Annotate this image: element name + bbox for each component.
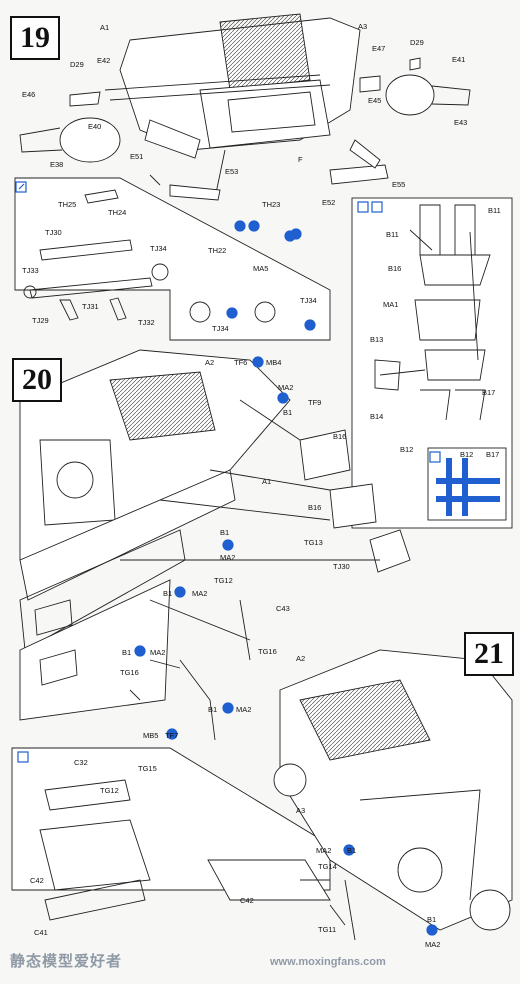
part-label: D29 — [70, 60, 84, 69]
part-label: MA2 — [236, 705, 252, 714]
part-label: MA2 — [425, 940, 441, 949]
part-label: MA1 — [383, 300, 399, 309]
part-label: TJ29 — [32, 316, 49, 325]
watermark-chinese: 静态模型爱好者 — [10, 953, 123, 970]
part-label: MB5 — [143, 731, 159, 740]
part-label: MA2 — [316, 846, 332, 855]
part-label: B1 — [427, 915, 437, 924]
part-label: B12 — [460, 450, 474, 459]
part-label: B11 — [488, 206, 501, 215]
part-label: TF9 — [308, 398, 322, 407]
part-label: MA2 — [278, 383, 294, 392]
part-label: E52 — [322, 198, 336, 207]
part-label: B16 — [308, 503, 322, 512]
part-label: B13 — [370, 335, 384, 344]
part-label: A2 — [205, 358, 215, 367]
part-label: TJ30 — [45, 228, 62, 237]
part-label: E46 — [22, 90, 36, 99]
part-label: MA2 — [192, 589, 208, 598]
part-label: B16 — [333, 432, 347, 441]
part-label: E43 — [454, 118, 468, 127]
exhaust-left — [59, 117, 121, 163]
part-label: E51 — [130, 152, 144, 161]
part-label: B1 — [122, 648, 132, 657]
part-label: MA5 — [253, 264, 269, 273]
part-label: A1 — [100, 23, 110, 32]
part-label: TG12 — [100, 786, 119, 795]
part-label: TH25 — [58, 200, 77, 209]
part-label: B17 — [482, 388, 496, 397]
part-label: E55 — [392, 180, 406, 189]
part-label: B14 — [370, 412, 384, 421]
part-label: B1 — [163, 589, 173, 598]
part-label: E53 — [225, 167, 239, 176]
part-label: E40 — [88, 122, 102, 131]
part-label: D29 — [410, 38, 424, 47]
part-label: C42 — [240, 896, 254, 905]
part-label: E38 — [50, 160, 64, 169]
step-number-20: 20 — [12, 358, 62, 402]
part-label: C43 — [276, 604, 290, 613]
part-label: B11 — [386, 230, 399, 239]
part-label: B1 — [283, 408, 293, 417]
part-label: TH24 — [108, 208, 127, 217]
part-label: B12 — [400, 445, 414, 454]
part-label: TG13 — [304, 538, 323, 547]
part-label: TF7 — [165, 731, 179, 740]
part-label: TG14 — [318, 862, 337, 871]
step-number-19: 19 — [10, 16, 60, 60]
part-label: TG12 — [214, 576, 233, 585]
part-label: E42 — [97, 56, 111, 65]
part-label: TF6 — [234, 358, 248, 367]
part-label: A3 — [296, 806, 306, 815]
part-label: TJ34 — [212, 324, 229, 333]
part-label: B1 — [347, 846, 357, 855]
part-label: MB4 — [266, 358, 282, 367]
part-label: TJ34 — [300, 296, 317, 305]
part-label: B1 — [208, 705, 218, 714]
part-label: E47 — [372, 44, 386, 53]
part-label: C32 — [74, 758, 88, 767]
part-label: MA2 — [220, 553, 236, 562]
step-number-21: 21 — [464, 632, 514, 676]
part-label: B17 — [486, 450, 500, 459]
part-label: TJ30 — [333, 562, 350, 571]
part-label: A1 — [262, 477, 272, 486]
part-label: TG15 — [138, 764, 157, 773]
part-label: A2 — [296, 654, 306, 663]
exhaust-right — [385, 74, 435, 116]
part-label: F — [298, 155, 303, 164]
part-label: E45 — [368, 96, 382, 105]
part-label: TJ32 — [138, 318, 155, 327]
part-label: B16 — [388, 264, 402, 273]
part-label: TG11 — [318, 925, 337, 934]
part-label: B1 — [220, 528, 230, 537]
part-label: MA2 — [150, 648, 166, 657]
part-label: E41 — [452, 55, 466, 64]
part-label: TH22 — [208, 246, 227, 255]
part-label: TJ34 — [150, 244, 167, 253]
watermark-url: www.moxingfans.com — [270, 956, 386, 968]
part-label: TH23 — [262, 200, 281, 209]
part-label: TJ31 — [82, 302, 99, 311]
part-label: C41 — [34, 928, 48, 937]
engine-deck-grille — [219, 13, 311, 91]
part-label: TG16 — [120, 668, 139, 677]
part-label: A3 — [358, 22, 368, 31]
part-label: TJ33 — [22, 266, 39, 275]
part-label: TG16 — [258, 647, 277, 656]
part-label: C42 — [30, 876, 44, 885]
